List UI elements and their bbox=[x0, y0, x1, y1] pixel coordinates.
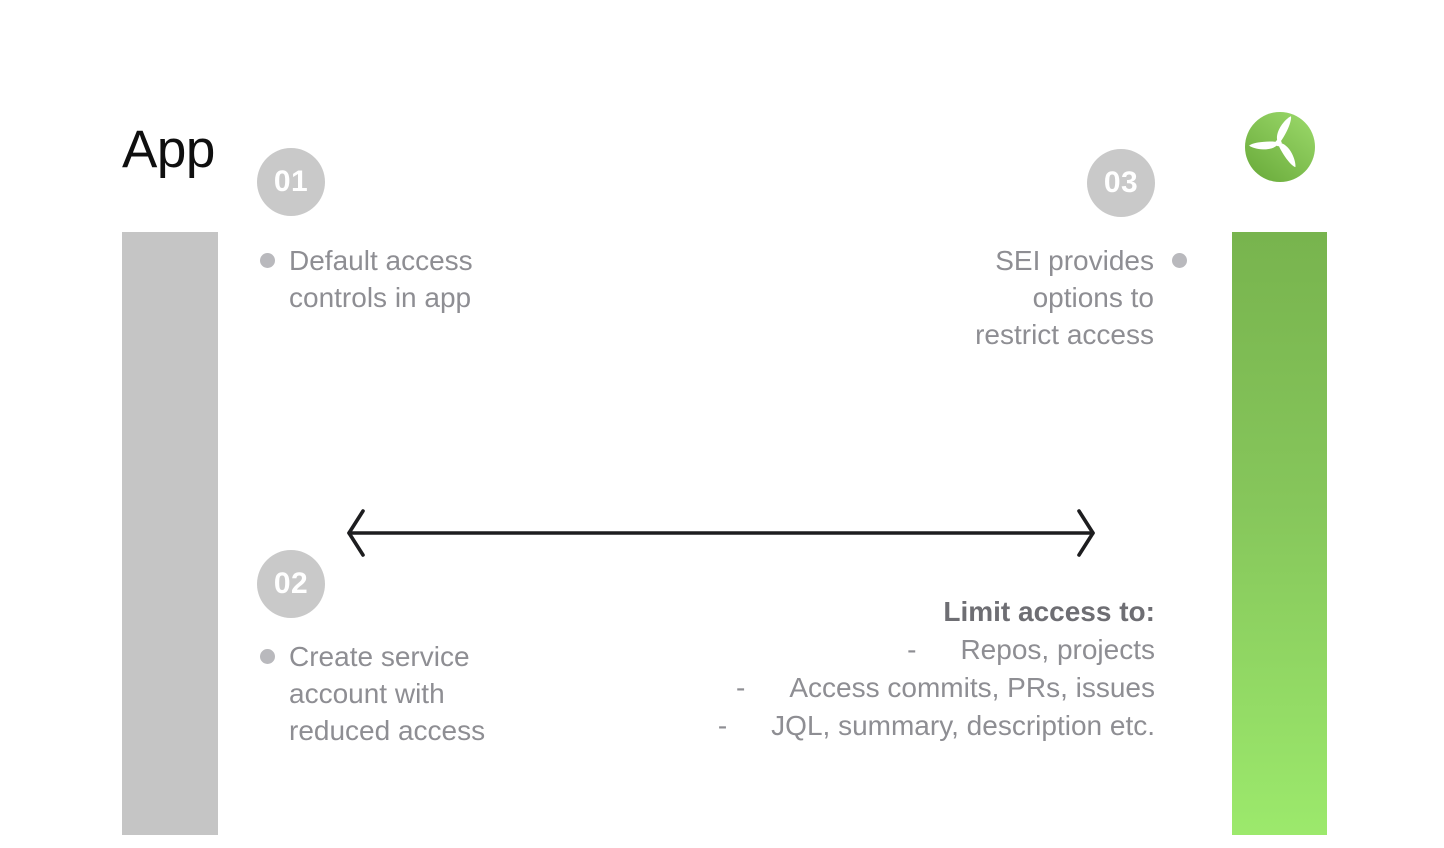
step-text: Create service account with reduced acce… bbox=[289, 638, 485, 749]
step-badge-02: 02 bbox=[257, 550, 325, 618]
step-badge-03: 03 bbox=[1087, 149, 1155, 217]
limit-access-item: - JQL, summary, description etc. bbox=[718, 707, 1155, 745]
step-badge-number: 02 bbox=[273, 567, 309, 600]
wind-turbine-logo-icon bbox=[1245, 112, 1315, 182]
step-text-line: SEI provides bbox=[995, 245, 1154, 276]
dot-bullet-icon bbox=[1172, 253, 1187, 268]
step-text-line: account with bbox=[289, 678, 445, 709]
list-dash: - bbox=[717, 710, 728, 741]
list-dash: - bbox=[736, 672, 746, 703]
step-badge-01: 01 bbox=[257, 148, 325, 216]
bidirectional-arrow-icon bbox=[347, 509, 1095, 557]
sei-column-bar bbox=[1232, 232, 1327, 835]
limit-item-text: Access commits, PRs, issues bbox=[789, 672, 1155, 703]
limit-access-heading: Limit access to: bbox=[943, 596, 1155, 627]
step-text: SEI provides options to restrict access bbox=[975, 242, 1154, 353]
step-badge-number: 03 bbox=[1103, 166, 1139, 199]
limit-access-item: - Access commits, PRs, issues bbox=[718, 669, 1155, 707]
step-text-line: restrict access bbox=[975, 319, 1154, 350]
limit-item-text: JQL, summary, description etc. bbox=[771, 710, 1155, 741]
limit-access-list: Limit access to: - Repos, projects - Acc… bbox=[718, 593, 1155, 745]
page-title: App bbox=[122, 120, 215, 179]
step-item-default-access: Default access controls in app bbox=[260, 242, 473, 316]
step-text-line: options to bbox=[1032, 282, 1154, 313]
step-item-sei-restrict: SEI provides options to restrict access bbox=[975, 242, 1187, 353]
step-badge-number: 01 bbox=[273, 165, 309, 198]
step-text: Default access controls in app bbox=[289, 242, 473, 316]
dot-bullet-icon bbox=[260, 253, 275, 268]
limit-item-text: Repos, projects bbox=[960, 634, 1155, 665]
step-text-line: Default access bbox=[289, 245, 473, 276]
dot-bullet-icon bbox=[260, 649, 275, 664]
app-column-bar bbox=[122, 232, 218, 835]
step-item-service-account: Create service account with reduced acce… bbox=[260, 638, 485, 749]
limit-access-item: - Repos, projects bbox=[718, 631, 1155, 669]
step-text-line: controls in app bbox=[289, 282, 472, 313]
step-text-line: reduced access bbox=[289, 715, 486, 746]
step-text-line: Create service bbox=[289, 641, 470, 672]
list-dash: - bbox=[907, 634, 917, 665]
